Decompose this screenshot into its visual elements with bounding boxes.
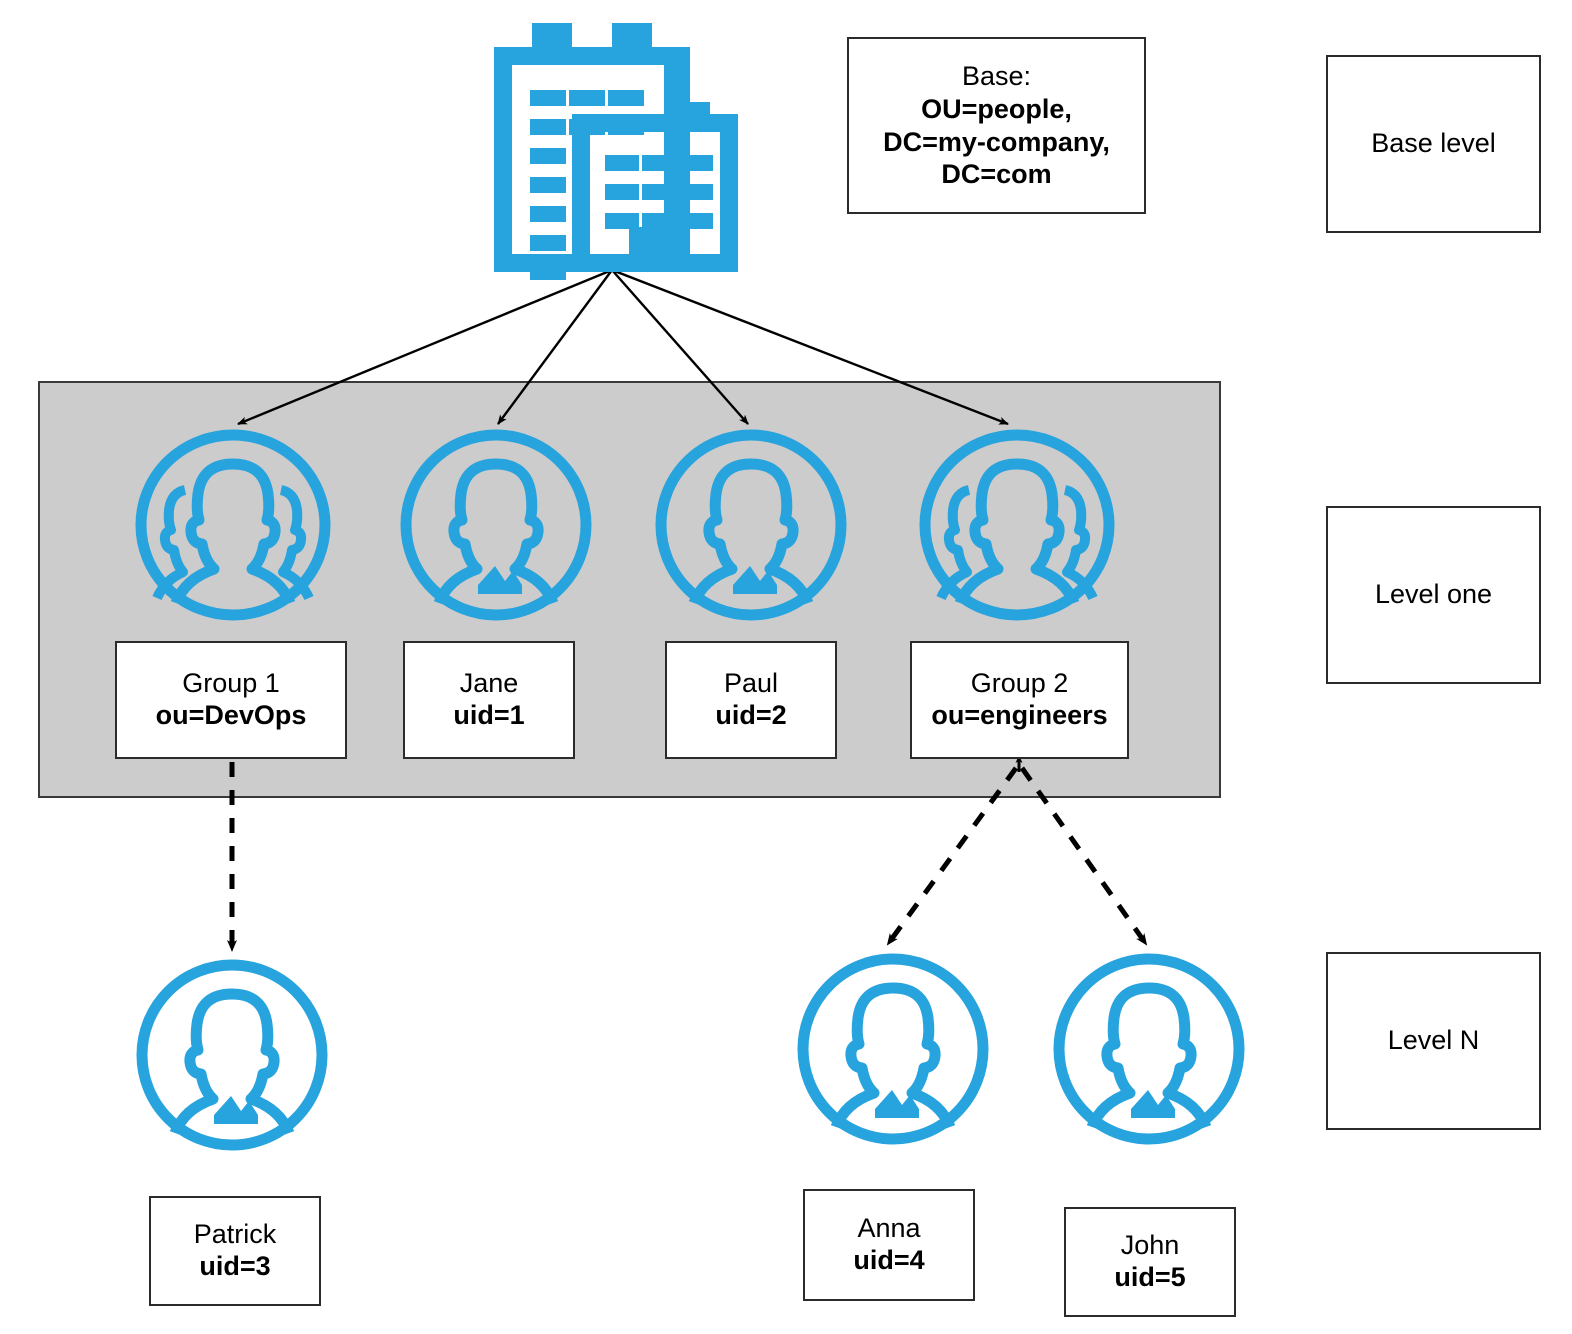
node-box-group-2: Group 2 ou=engineers [910, 641, 1129, 759]
node-box-john: John uid=5 [1064, 1207, 1236, 1317]
legend-level-one-label: Level one [1374, 579, 1493, 610]
single-person-icon [398, 428, 594, 622]
node-box-paul: Paul uid=2 [665, 641, 837, 759]
node-box-patrick: Patrick uid=3 [149, 1196, 321, 1306]
legend-level-n-label: Level N [1387, 1025, 1480, 1056]
office-building-icon [489, 14, 739, 280]
base-dn-line1: Base: [961, 60, 1032, 91]
legend-base-level-label: Base level [1371, 128, 1496, 159]
node-box-patrick-line1: Patrick [193, 1219, 277, 1250]
node-box-anna-line2: uid=4 [853, 1245, 925, 1275]
base-dn-line3: DC=my-company, [883, 126, 1110, 157]
node-box-group-1: Group 1 ou=DevOps [115, 641, 347, 759]
single-person-icon [1051, 952, 1247, 1146]
group-people-icon [133, 428, 333, 622]
node-box-john-line2: uid=5 [1114, 1262, 1186, 1292]
node-box-group-1-line1: Group 1 [182, 668, 280, 699]
legend-base-level: Base level [1326, 55, 1541, 233]
node-box-john-line1: John [1120, 1230, 1180, 1261]
node-box-paul-line1: Paul [723, 668, 779, 699]
node-box-anna: Anna uid=4 [803, 1189, 975, 1301]
node-box-anna-line1: Anna [857, 1213, 921, 1244]
base-dn-line4: DC=com [941, 159, 1052, 190]
node-box-paul-line2: uid=2 [715, 700, 787, 730]
legend-level-one: Level one [1326, 506, 1541, 684]
node-box-jane-line1: Jane [459, 668, 519, 699]
base-dn-box: Base: OU=people, DC=my-company, DC=com [847, 37, 1146, 214]
node-box-jane: Jane uid=1 [403, 641, 575, 759]
node-box-patrick-line2: uid=3 [199, 1251, 271, 1281]
legend-level-n: Level N [1326, 952, 1541, 1130]
single-person-icon [134, 958, 330, 1152]
node-box-jane-line2: uid=1 [453, 700, 525, 730]
node-box-group-2-line2: ou=engineers [931, 700, 1108, 730]
group-people-icon [917, 428, 1117, 622]
node-box-group-2-line1: Group 2 [970, 668, 1069, 699]
single-person-icon [795, 952, 991, 1146]
base-dn-line2: OU=people, [921, 93, 1072, 124]
node-box-group-1-line2: ou=DevOps [155, 700, 307, 730]
single-person-icon [653, 428, 849, 622]
